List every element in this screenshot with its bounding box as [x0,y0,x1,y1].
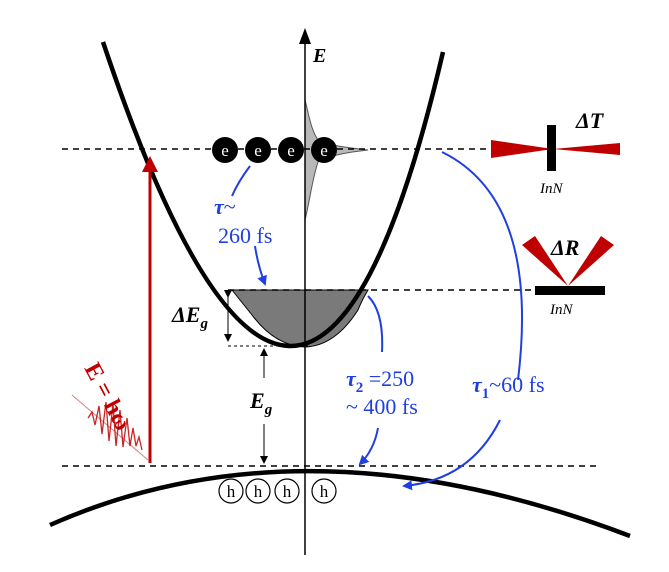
svg-text:e: e [287,141,295,160]
transmission-beam-left [491,140,553,158]
svg-text:e: e [221,141,229,160]
tau2-arrow-top [367,295,384,353]
svg-text:e: e [254,141,262,160]
tau2-arrow-bottom [358,427,379,466]
hole: h [218,478,244,504]
conduction-band [100,41,446,349]
tau-relaxation-arrow-2 [254,245,267,286]
transmission-sample [547,125,556,171]
tau-relaxation-arrow [231,165,251,197]
hole-group: h h h h [218,478,337,504]
electron-population-fill [230,289,369,348]
tau-value: 260 fs [218,223,272,248]
transmission-sample-label: InN [539,181,563,197]
hole: h [311,478,337,504]
hot-carrier-distribution [304,99,369,221]
svg-text:e: e [320,141,328,160]
valence-band [49,468,631,539]
electron: e [212,137,238,163]
delta-eg-label: ΔEg [171,302,208,332]
tau-label: τ~ [214,194,236,219]
tau1-arrow-lower [402,419,501,491]
electron: e [311,137,337,163]
svg-text:h: h [227,482,236,501]
transmission-label: ΔT [575,108,605,133]
energy-axis-label: E [312,45,326,67]
hole: h [245,478,271,504]
electron-group: e e e e [212,137,337,163]
svg-text:h: h [283,482,292,501]
transmission-probe [491,125,620,171]
tau1-arrow [441,151,524,381]
reflection-beam-out [568,236,614,286]
tau2-label: τ2 =250 [346,366,414,396]
laser-pulse-icon [71,394,149,461]
electron: e [278,137,304,163]
reflection-label: ΔR [550,235,579,260]
reflection-sample-label: InN [549,302,573,318]
energy-axis-arrowhead [299,28,311,44]
transmission-beam-right [553,143,620,155]
svg-text:h: h [254,482,263,501]
pump-arrowhead [142,156,158,172]
hole: h [274,478,300,504]
electron: e [245,137,271,163]
eg-label: Eg [249,388,273,418]
reflection-sample [535,286,605,295]
tau1-label: τ1~60 fs [472,372,545,402]
tau2-value: ~ 400 fs [346,394,418,419]
reflection-beam-in [522,236,568,286]
svg-text:h: h [320,482,329,501]
reflection-probe [522,236,614,295]
